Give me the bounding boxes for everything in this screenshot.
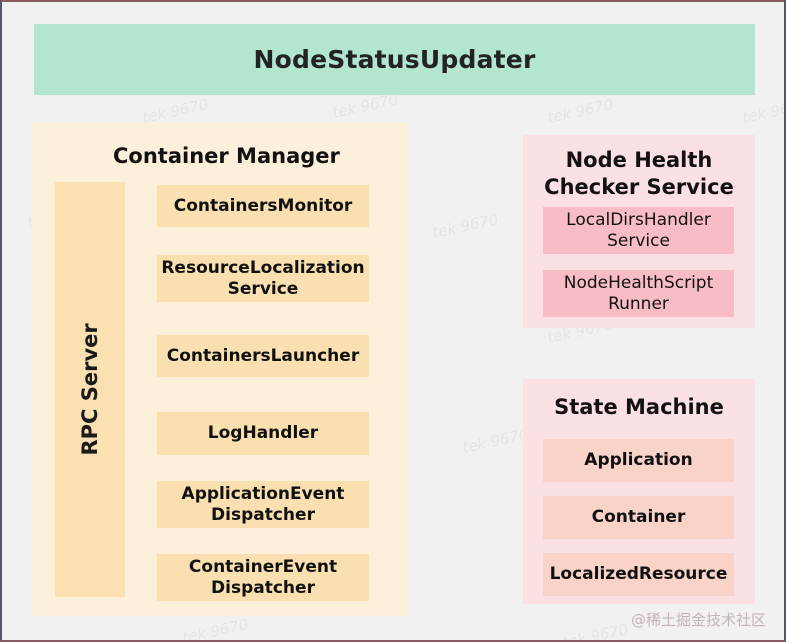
node-status-updater-header[interactable]: NodeStatusUpdater bbox=[34, 24, 755, 95]
rpc-server-label: RPC Server bbox=[77, 323, 102, 456]
brand-watermark: @稀土掘金技术社区 bbox=[630, 611, 766, 629]
background-watermark: tek 9670 bbox=[430, 210, 500, 242]
application-event-dispatcher-card[interactable]: ApplicationEvent Dispatcher bbox=[157, 481, 369, 528]
background-watermark: tek 9670 bbox=[460, 425, 530, 457]
resource-localization-service-card[interactable]: ResourceLocalization Service bbox=[157, 255, 369, 302]
container-card[interactable]: Container bbox=[543, 496, 734, 539]
background-watermark: tek 9670 bbox=[545, 95, 615, 127]
background-watermark: tek 9670 bbox=[180, 615, 250, 642]
log-handler-card[interactable]: LogHandler bbox=[157, 412, 369, 455]
local-dirs-handler-service-card[interactable]: LocalDirsHandler Service bbox=[543, 207, 734, 254]
containers-launcher-card[interactable]: ContainersLauncher bbox=[157, 335, 369, 377]
container-manager-title: Container Manager bbox=[113, 144, 340, 168]
rpc-server-block[interactable]: RPC Server bbox=[55, 182, 125, 597]
application-card[interactable]: Application bbox=[543, 439, 734, 482]
node-health-script-runner-card[interactable]: NodeHealthScript Runner bbox=[543, 270, 734, 317]
background-watermark: tek 9670 bbox=[740, 95, 786, 127]
state-machine-title: State Machine bbox=[554, 395, 724, 419]
containers-monitor-card[interactable]: ContainersMonitor bbox=[157, 185, 369, 227]
background-watermark: tek 9670 bbox=[560, 620, 630, 642]
node-health-checker-title: Node Health Checker Service bbox=[544, 148, 734, 199]
localized-resource-card[interactable]: LocalizedResource bbox=[543, 553, 734, 596]
container-event-dispatcher-card[interactable]: ContainerEvent Dispatcher bbox=[157, 554, 369, 601]
